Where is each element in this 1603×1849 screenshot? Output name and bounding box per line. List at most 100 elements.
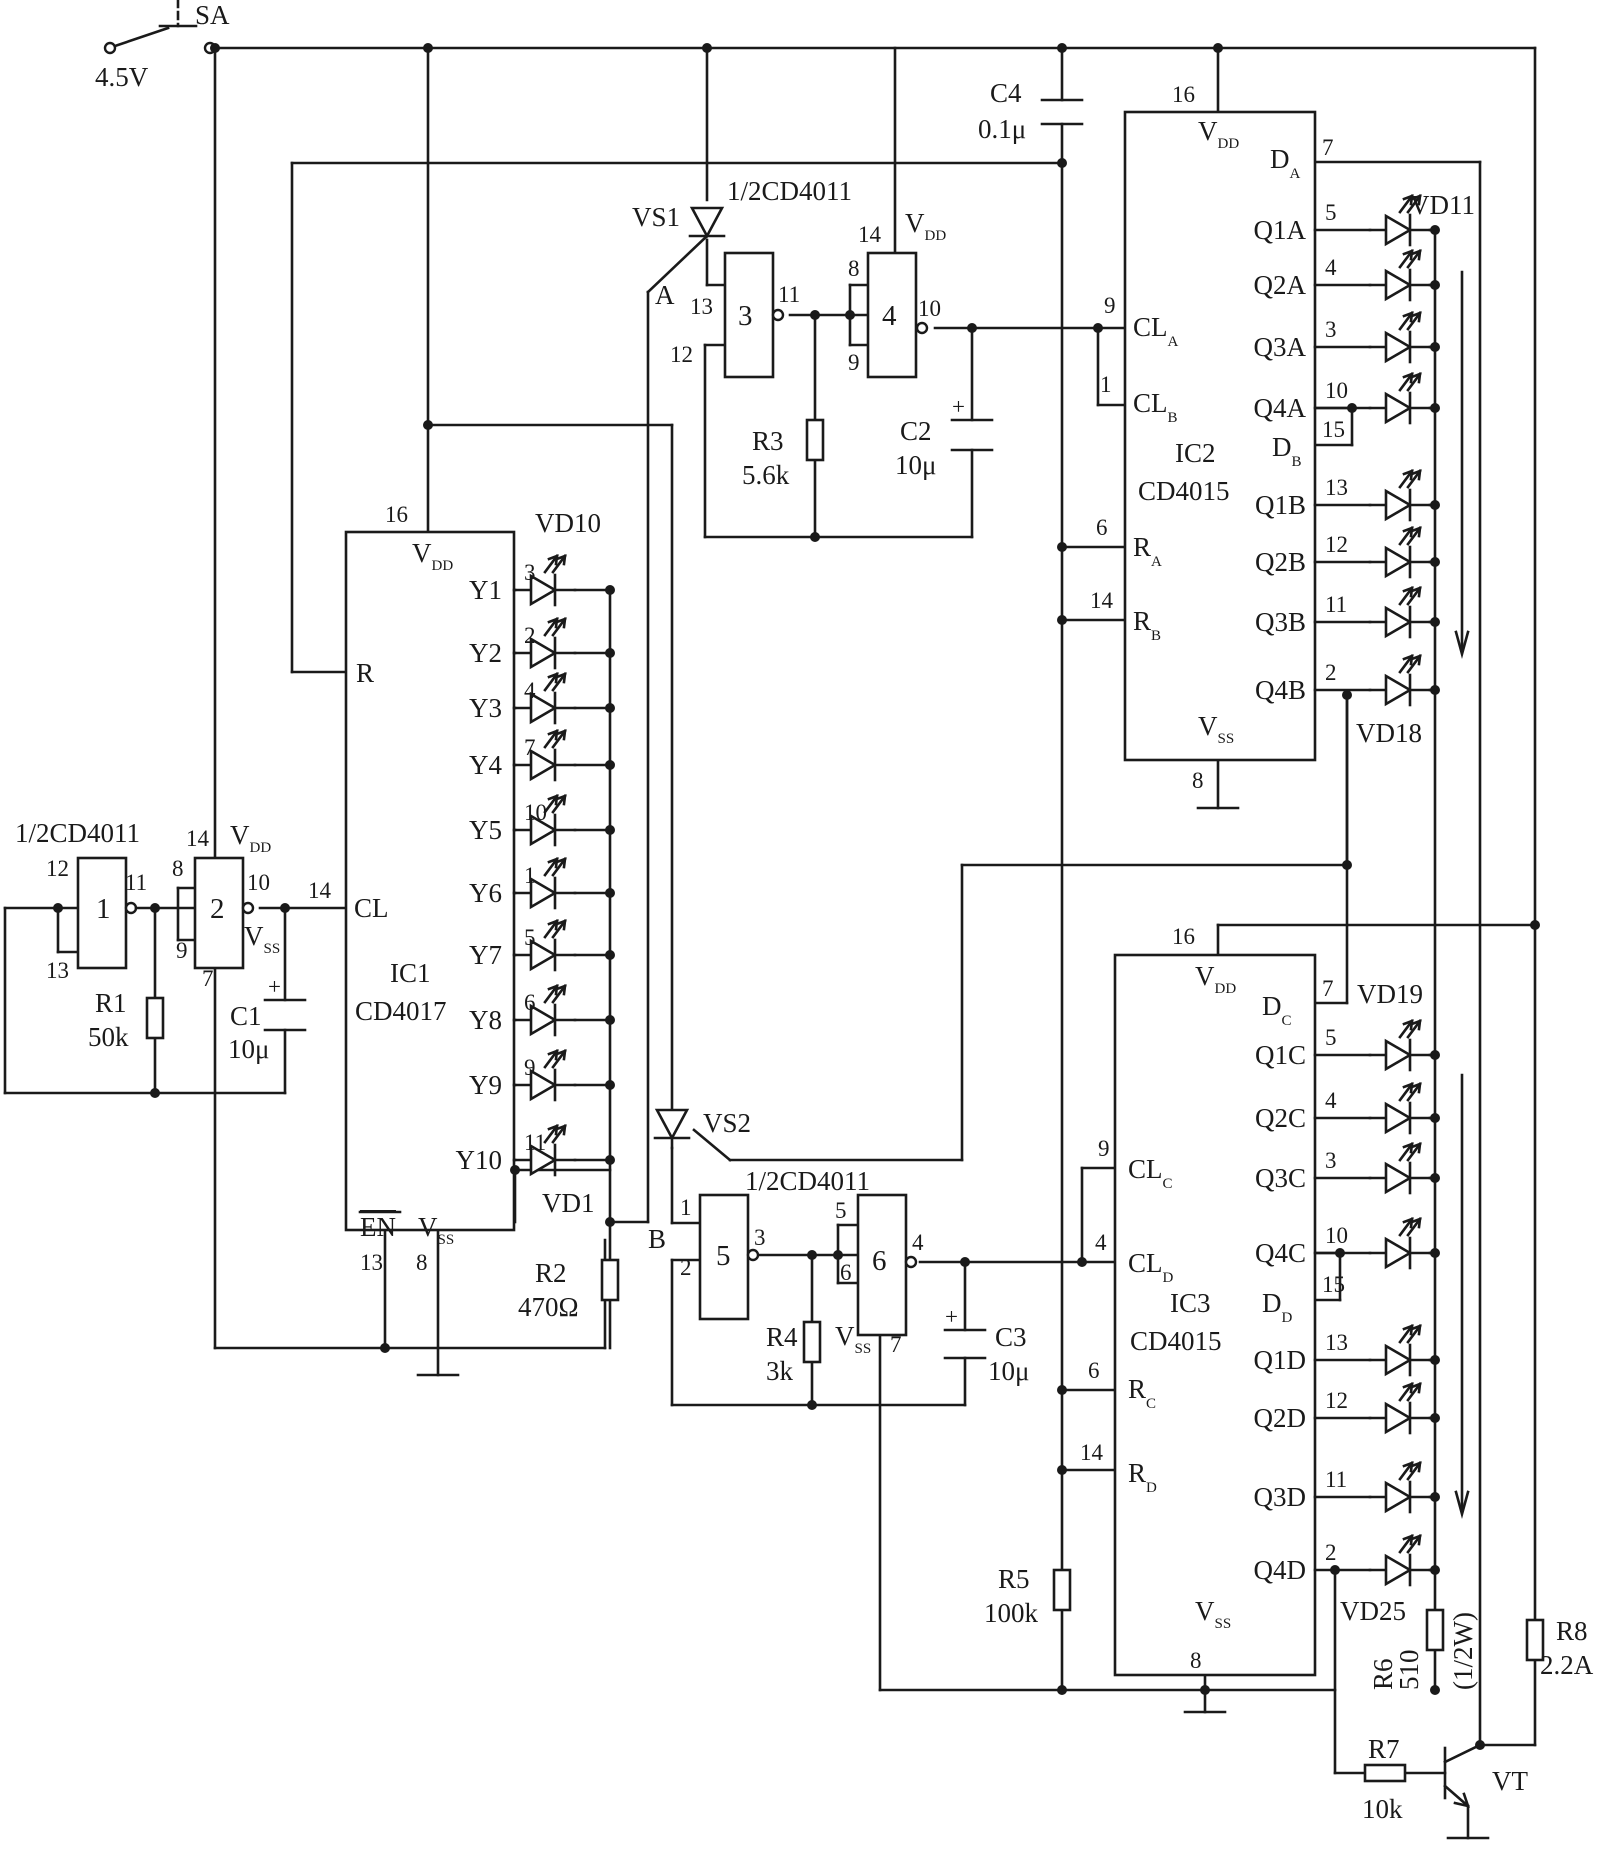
output-pin-number: 5 bbox=[1325, 200, 1337, 225]
bus-junction-dot bbox=[605, 825, 615, 835]
ic3-dc-label: DC bbox=[1262, 991, 1292, 1029]
r3-name: R3 bbox=[752, 426, 784, 456]
thyristor-vs2 bbox=[653, 1108, 691, 1141]
wire-junction-dot bbox=[810, 532, 820, 542]
r6-note: (1/2W) bbox=[1448, 1612, 1478, 1690]
output-label: Y4 bbox=[469, 750, 502, 780]
wire-junction-dot bbox=[1057, 1685, 1067, 1695]
bus-junction-dot bbox=[1430, 280, 1440, 290]
g3-pin-out: 11 bbox=[778, 282, 800, 307]
wire-junction-dot bbox=[280, 903, 290, 913]
bus-junction-dot bbox=[1430, 342, 1440, 352]
bus-junction-dot bbox=[1430, 225, 1440, 235]
output-label: Q1C bbox=[1255, 1040, 1306, 1070]
wire-junction-dot bbox=[1530, 920, 1540, 930]
gates-56-label: 1/2CD4011 bbox=[745, 1166, 870, 1196]
g6-pin-in1: 5 bbox=[835, 1198, 847, 1223]
ic3-pin-dc: 7 bbox=[1322, 976, 1334, 1001]
led-row: 4Y3 bbox=[469, 672, 615, 725]
led-row: 1Y6 bbox=[469, 857, 615, 910]
bus-junction-dot bbox=[1430, 1492, 1440, 1502]
c1-value: 10μ bbox=[228, 1034, 269, 1064]
ic2-part: CD4015 bbox=[1138, 476, 1230, 506]
gates-12-label: 1/2CD4011 bbox=[15, 818, 140, 848]
led-icon bbox=[1368, 1382, 1432, 1435]
output-pin-number: 12 bbox=[1325, 532, 1348, 557]
output-pin-number: 10 bbox=[524, 800, 547, 825]
wire-junction-dot bbox=[1057, 1465, 1067, 1475]
wire-junction-dot bbox=[967, 323, 977, 333]
r8-value: 2.2A bbox=[1540, 1650, 1594, 1680]
ic2-led-bottom-label: VD18 bbox=[1356, 718, 1422, 748]
bus-junction-dot bbox=[1430, 1248, 1440, 1258]
wire-junction-dot bbox=[1342, 690, 1352, 700]
output-label: Q4B bbox=[1255, 675, 1306, 705]
output-label: Q1A bbox=[1254, 215, 1307, 245]
r7-name: R7 bbox=[1368, 1734, 1400, 1764]
capacitor-c3: + bbox=[943, 1304, 987, 1360]
wire-junction-dot bbox=[1057, 542, 1067, 552]
ic2-pin-da: 7 bbox=[1322, 135, 1334, 160]
g3-pin-in1: 13 bbox=[690, 294, 713, 319]
bus-junction-dot bbox=[1430, 403, 1440, 413]
bus-junction-dot bbox=[605, 1080, 615, 1090]
vt-label: VT bbox=[1492, 1766, 1528, 1796]
bus-junction-dot bbox=[605, 703, 615, 713]
ic2-vss-label: VSS bbox=[1198, 711, 1234, 747]
power-switch-sa bbox=[103, 0, 217, 55]
g2-pin-vdd: 14 bbox=[186, 826, 210, 851]
ic3-pin-clc: 9 bbox=[1098, 1136, 1110, 1161]
ic3-name: IC3 bbox=[1170, 1288, 1211, 1318]
wire-junction-dot bbox=[1342, 860, 1352, 870]
ic2-led-top-label: VD11 bbox=[1410, 190, 1475, 220]
wire-junction-dot bbox=[210, 43, 220, 53]
r5-name: R5 bbox=[998, 1564, 1030, 1594]
gate-5-number: 5 bbox=[716, 1240, 731, 1272]
g4-pin-in1: 8 bbox=[848, 256, 860, 281]
ic1-name: IC1 bbox=[390, 958, 431, 988]
output-label: Y2 bbox=[469, 638, 502, 668]
ic1-chip bbox=[344, 530, 516, 1232]
gate-6-number: 6 bbox=[872, 1245, 887, 1277]
output-label: Q4D bbox=[1254, 1555, 1307, 1585]
led-icon bbox=[1368, 1461, 1432, 1514]
output-label: Y1 bbox=[469, 575, 502, 605]
vs1-label: VS1 bbox=[632, 202, 680, 232]
r2-name: R2 bbox=[535, 1258, 567, 1288]
g3-pin-in2: 12 bbox=[670, 342, 693, 367]
vs2-label: VS2 bbox=[703, 1108, 751, 1138]
wire-junction-dot bbox=[380, 1343, 390, 1353]
ic3-vdd-label: VDD bbox=[1195, 961, 1236, 997]
ic3-led-bottom-label: VD25 bbox=[1340, 1596, 1406, 1626]
wire-junction-dot bbox=[1335, 1248, 1345, 1258]
ic1-reset-label: R bbox=[356, 658, 374, 688]
output-pin-number: 9 bbox=[524, 1055, 536, 1080]
ic3-rc-label: RC bbox=[1128, 1374, 1156, 1412]
resistor-r3 bbox=[805, 418, 825, 462]
ic1-part: CD4017 bbox=[355, 996, 447, 1026]
wire-junction-dot bbox=[1347, 403, 1357, 413]
gate4-vdd-label: VDD bbox=[905, 208, 946, 244]
ic2-pin-cla: 9 bbox=[1104, 293, 1116, 318]
switch-label: SA bbox=[195, 0, 230, 30]
gates-34-label: 1/2CD4011 bbox=[727, 176, 852, 206]
bus-junction-dot bbox=[605, 888, 615, 898]
bus-junction-dot bbox=[1430, 685, 1440, 695]
wire-junction-dot bbox=[1330, 1565, 1340, 1575]
g1-pin-out: 11 bbox=[125, 870, 147, 895]
ic3-pin-dd: 15 bbox=[1322, 1272, 1345, 1297]
g4-pin-out: 10 bbox=[918, 296, 941, 321]
gate-3-number: 3 bbox=[738, 300, 753, 332]
c2-value: 10μ bbox=[895, 450, 936, 480]
ic2-pin-rb: 14 bbox=[1090, 588, 1114, 613]
r3-value: 5.6k bbox=[742, 460, 790, 490]
led-icon bbox=[1368, 311, 1432, 364]
wire-junction-dot bbox=[150, 903, 160, 913]
